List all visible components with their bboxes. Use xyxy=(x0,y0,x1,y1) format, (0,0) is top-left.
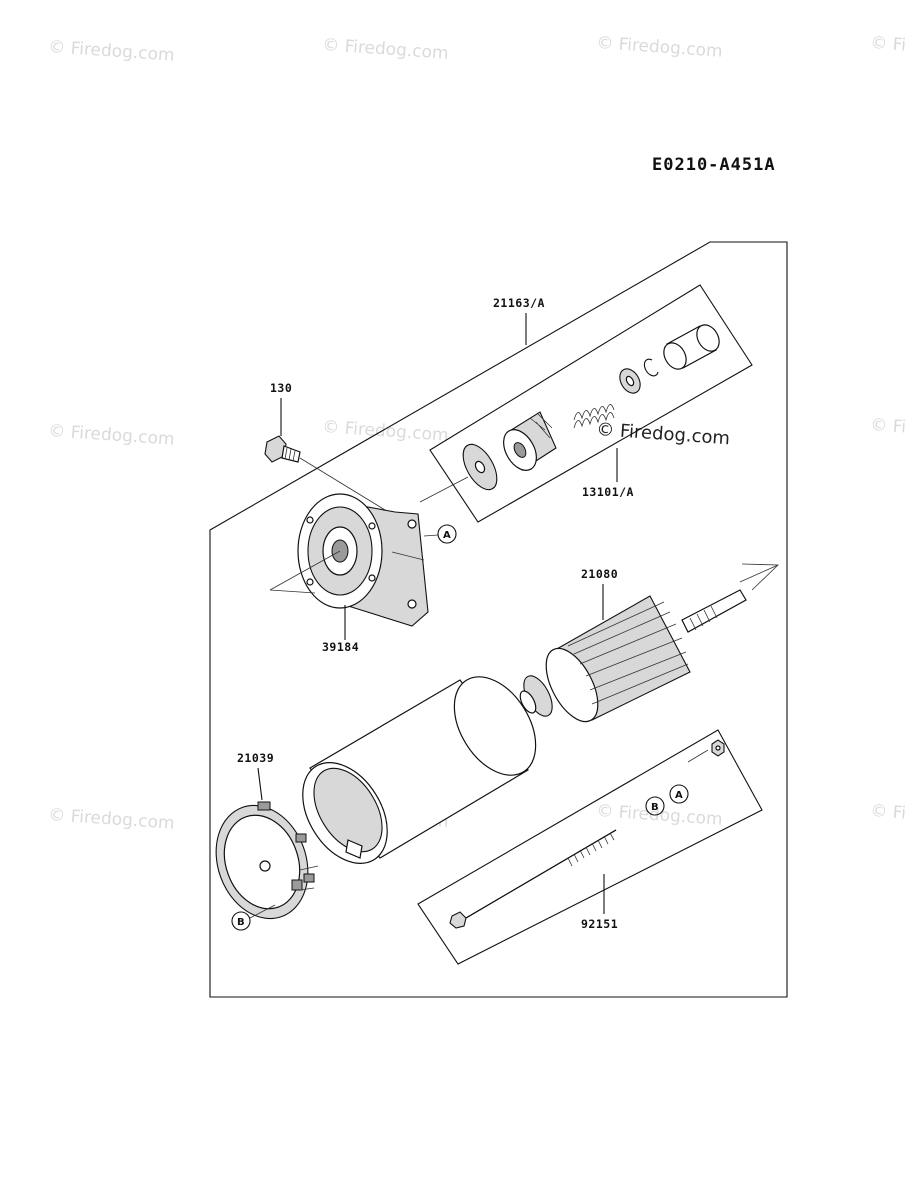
assembly-line xyxy=(419,476,469,503)
callout-13101: 13101/A xyxy=(582,485,634,499)
callout-21080: 21080 xyxy=(581,567,618,581)
nut xyxy=(711,739,725,757)
callout-21163: 21163/A xyxy=(493,296,545,310)
watermark: © Firedog.com xyxy=(48,805,176,834)
callout-21039: 21039 xyxy=(237,751,274,765)
assembly-line xyxy=(269,589,316,594)
pinion-sleeve xyxy=(663,324,720,370)
armature-axis-arrow xyxy=(741,563,779,591)
armature-21080 xyxy=(519,589,747,723)
brush-holder-21039 xyxy=(215,801,319,920)
watermark: © Firedog.com xyxy=(322,417,450,446)
ref-mark-b-label: B xyxy=(237,917,245,928)
watermark: © Firedog.com xyxy=(596,33,724,62)
ref-mark-a xyxy=(669,784,689,804)
ref-mark-a-label: A xyxy=(443,530,451,541)
pinion-group-box xyxy=(429,284,753,523)
diagram-code: E0210-A451A xyxy=(652,155,776,175)
watermark: © Firedog.com xyxy=(596,419,731,449)
ref-leader xyxy=(423,534,439,537)
watermark: © Firedog.com xyxy=(596,801,724,830)
watermark: © Firedog.com xyxy=(48,421,176,450)
watermark: © Fi xyxy=(870,415,907,437)
pinion-clip xyxy=(643,358,659,377)
watermark: © Firedog.com xyxy=(48,37,176,66)
armature-axis xyxy=(739,564,779,583)
bolt-130 xyxy=(264,435,301,463)
watermark: © Fi xyxy=(870,801,907,823)
callout-130: 130 xyxy=(270,381,292,395)
front-bracket-39184 xyxy=(297,493,429,627)
pinion-spring xyxy=(573,404,615,429)
through-bolt-92151 xyxy=(449,829,617,929)
yoke-housing xyxy=(302,676,537,864)
diagram-frame xyxy=(209,241,788,998)
through-bolt-box xyxy=(417,729,763,965)
ref-mark-b xyxy=(231,911,251,931)
callout-39184: 39184 xyxy=(322,640,359,654)
pinion-washer xyxy=(462,443,498,491)
ref-mark-a-label: A xyxy=(675,790,683,801)
assembly-line xyxy=(269,550,341,591)
watermark: © Firedog.com xyxy=(322,35,450,64)
ref-mark-a xyxy=(437,524,457,544)
watermark: © Fi xyxy=(870,33,907,55)
callout-92151: 92151 xyxy=(581,917,618,931)
pinion-stop xyxy=(619,368,641,394)
ref-leader xyxy=(687,749,709,763)
ref-leader xyxy=(249,904,276,919)
ref-mark-b xyxy=(645,796,665,816)
ref-mark-b-label: B xyxy=(651,802,659,813)
leader-line xyxy=(257,767,263,801)
pinion-gear xyxy=(503,411,557,471)
